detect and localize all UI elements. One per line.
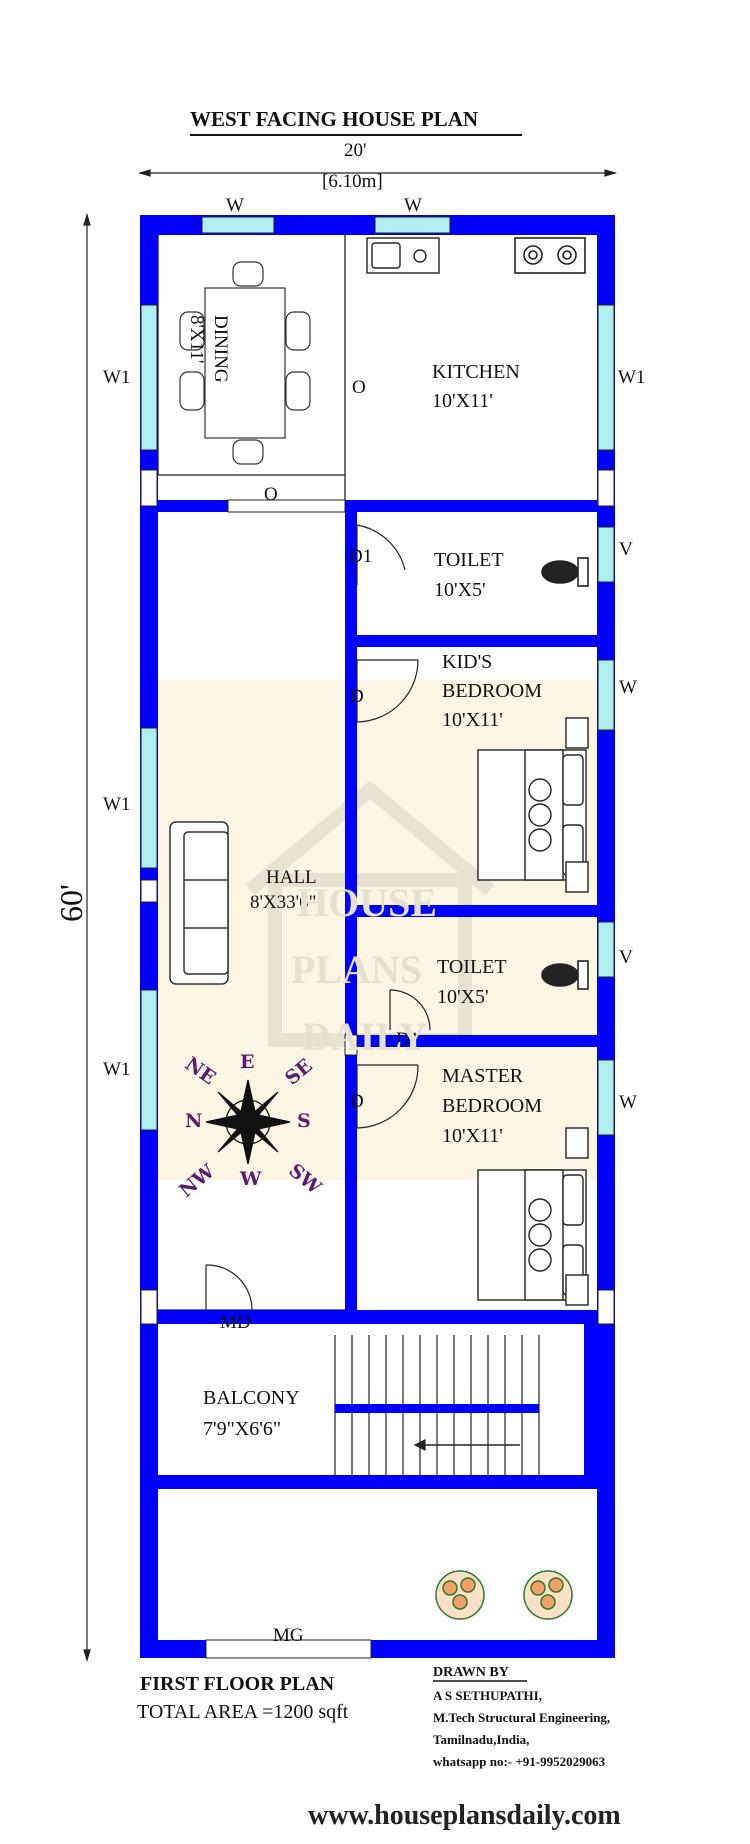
hall-name: HALL [266,867,317,888]
compass-e: E [240,1051,255,1073]
floor-title: FIRST FLOOR PLAN [140,1673,335,1695]
total-area: TOTAL AREA =1200 sqft [137,1701,349,1723]
dining-size: 8'X11' [186,315,207,364]
dining-table [179,261,311,465]
watermark-line3: DAILY [302,1014,428,1059]
window-label-dining: W1 [103,367,131,388]
toilet-fixtures [541,557,589,990]
toilet1-size: 10'X5' [434,579,486,601]
doors [205,524,431,1311]
window-label-kids-bedroom: W [619,677,637,698]
balcony-name: BALCONY [203,1387,300,1409]
kids-bedroom-name1: KID'S [442,651,493,673]
window-label-kitchen: W1 [618,367,646,388]
main-door-label: MD [220,1312,251,1333]
compass-s: S [297,1110,311,1132]
door-label-master-bedroom: D [350,1091,364,1112]
width-meters-label: [6.10m] [322,171,383,192]
balcony-size: 7'9"X6'6" [203,1418,281,1440]
dining-name: DINING [210,315,231,383]
master-bedroom-name2: BEDROOM [442,1095,543,1117]
compass-n: N [185,1110,203,1132]
window-label-master-bedroom: W [619,1092,637,1113]
windows [140,216,615,1136]
drawn-by-location: Tamilnadu,India, [433,1732,530,1747]
kids-bedroom-name2: BEDROOM [442,680,543,702]
drawn-by-name: A S SETHUPATHI, [433,1688,542,1703]
toilet2-size: 10'X5' [437,986,489,1008]
length-dimension-line [83,212,91,1663]
drawn-by-label: DRAWN BY [433,1665,509,1680]
main-gate-label: MG [273,1625,304,1646]
drawn-by-degree: M.Tech Structural Engineering, [433,1710,611,1725]
window-label-top-right: W [404,195,422,216]
door-label-toilet2: D1 [396,1029,420,1050]
watermark-line2: PLANS [291,947,423,992]
vent-label-toilet1: V [619,539,633,560]
compass-w: W [240,1168,262,1190]
window-label-hall-lower: W1 [103,1059,131,1080]
plan-title: WEST FACING HOUSE PLAN [190,107,479,131]
master-bedroom-name1: MASTER [442,1065,524,1087]
vent-label-toilet2: V [619,947,633,968]
wall-gaps [140,469,615,1659]
kids-bed [477,717,589,893]
kitchen-size: 10'X11' [432,390,493,412]
toilet2-name: TOILET [437,956,507,978]
hall-size: 8'X33'6" [250,892,317,913]
kitchen-sink [366,237,440,274]
website-url[interactable]: www.houseplansdaily.com [308,1800,621,1831]
master-bed [477,1127,589,1306]
window-label-top-left: W [226,195,244,216]
door-label-kids-bedroom: D [350,686,364,707]
kitchen-stove [514,237,586,274]
dining-label: DINING 8'X11' [186,315,243,383]
window-label-hall-upper: W1 [103,794,131,815]
hall-sofa [169,821,229,985]
width-feet-label: 20' [344,140,367,161]
door-label-toilet1: D1 [349,546,373,567]
length-label: 60' [53,884,89,922]
opening-label-dining: O [264,484,278,505]
staircase [334,1335,540,1475]
opening-label-kitchen: O [352,377,366,398]
master-bedroom-size: 10'X11' [442,1125,503,1147]
width-dimension-line [137,169,618,177]
toilet1-name: TOILET [434,549,504,571]
watermark-line1: HOUSE [297,880,438,925]
kids-bedroom-size: 10'X11' [442,709,503,731]
kitchen-name: KITCHEN [432,361,520,383]
drawn-by-contact: whatsapp no:- +91-9952029063 [433,1754,606,1769]
compass-rose [205,1079,291,1165]
plants [435,1570,573,1620]
